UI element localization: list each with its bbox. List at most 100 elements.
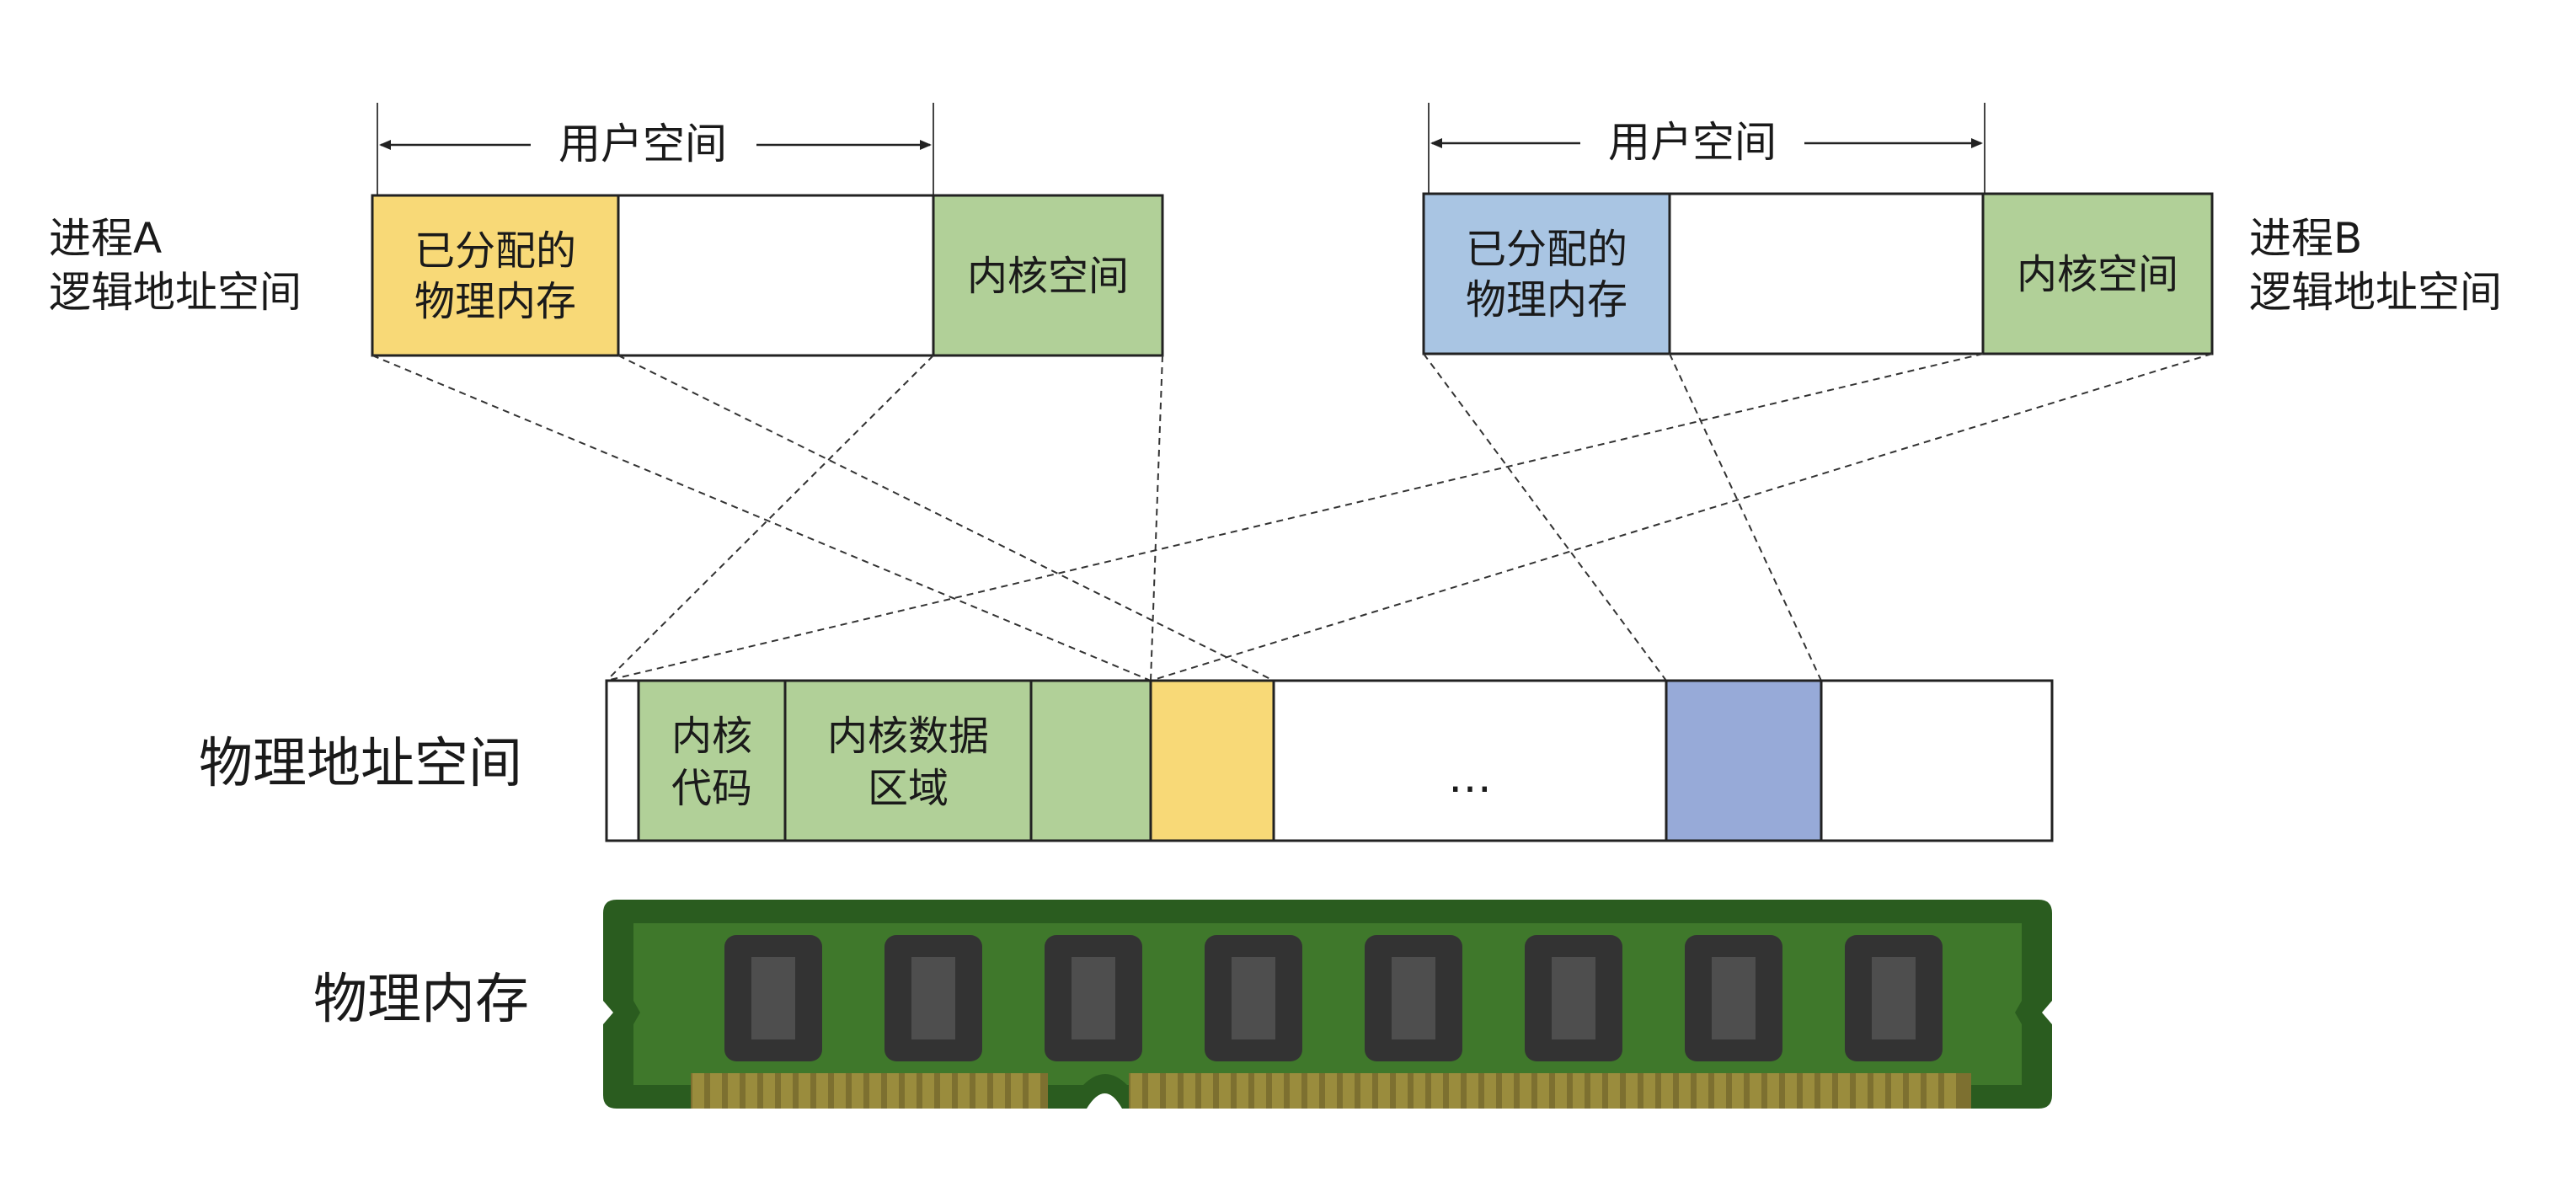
- ram-pin: [1502, 1073, 1514, 1109]
- ram-pin: [1467, 1073, 1478, 1109]
- mapping-lines: [371, 353, 2213, 681]
- ram-pin: [1254, 1073, 1266, 1109]
- ram-pin: [1201, 1073, 1213, 1109]
- allocated-label-line1: 已分配的: [414, 227, 576, 275]
- free-segment: [1272, 679, 1668, 842]
- process-b-physical-segment: [1665, 679, 1823, 842]
- ram-pin: [692, 1073, 704, 1109]
- ram-pin: [887, 1073, 899, 1109]
- physical-address-space: 物理地址空间 内核 代码 内核数据 区域 …: [199, 679, 2054, 842]
- allocated-memory-block: [1422, 192, 1671, 355]
- ram-pin: [1856, 1073, 1868, 1109]
- ram-pin: [1697, 1073, 1708, 1109]
- ram-pin: [1484, 1073, 1496, 1109]
- ram-pin: [1011, 1073, 1023, 1109]
- ram-pin: [1360, 1073, 1372, 1109]
- ram-pin: [1237, 1073, 1248, 1109]
- ram-pin: [869, 1073, 881, 1109]
- ram-pin: [799, 1073, 810, 1109]
- process-a-group: 进程A 逻辑地址空间 用户空间 已分配的 物理内存 内核空间: [49, 103, 1164, 357]
- ram-pin: [1803, 1073, 1814, 1109]
- ram-pin: [728, 1073, 740, 1109]
- ram-pin: [1767, 1073, 1779, 1109]
- kernel-data-label-line1: 内核数据: [827, 713, 989, 760]
- ram-chip-die: [1392, 957, 1435, 1039]
- ram-pin: [1732, 1073, 1744, 1109]
- ram-pin: [1343, 1073, 1355, 1109]
- kernel-code-segment: [637, 679, 787, 842]
- ram-chip-die: [751, 957, 795, 1039]
- user-space-label: 用户空间: [1608, 118, 1777, 167]
- ram-pin: [1290, 1073, 1301, 1109]
- ram-pin: [746, 1073, 757, 1109]
- ram-pin: [1219, 1073, 1231, 1109]
- ram-pin: [816, 1073, 828, 1109]
- kernel-space-label: 内核空间: [967, 253, 1129, 300]
- mapping-line-a-alloc-right: [617, 355, 1275, 681]
- ram-pin: [1909, 1073, 1921, 1109]
- mapping-line-a-kernel-left: [606, 355, 934, 681]
- ram-pin: [1944, 1073, 1956, 1109]
- mapping-line-a-alloc-left: [371, 355, 1152, 681]
- ram-pin: [1750, 1073, 1761, 1109]
- ram-pin: [1307, 1073, 1319, 1109]
- ram-pin: [993, 1073, 1005, 1109]
- ram-pin: [958, 1073, 970, 1109]
- kernel-space-block: [932, 194, 1164, 357]
- mapping-line-b-kernel-left: [606, 353, 1984, 681]
- ram-pin: [1396, 1073, 1408, 1109]
- process-a-label-line1: 进程A: [49, 214, 162, 263]
- ram-chip-die: [1712, 957, 1756, 1039]
- ram-pin: [710, 1073, 722, 1109]
- ram-pin: [1785, 1073, 1797, 1109]
- ram-pin: [1891, 1073, 1903, 1109]
- ram-pin: [1325, 1073, 1337, 1109]
- ram-pin: [1608, 1073, 1620, 1109]
- ram-pin: [1714, 1073, 1726, 1109]
- ram-pin: [1838, 1073, 1850, 1109]
- ram-pin: [975, 1073, 987, 1109]
- ram-stick-icon: [603, 900, 2052, 1109]
- ram-pin: [905, 1073, 917, 1109]
- allocated-memory-block: [371, 194, 620, 357]
- kernel-space-block: [1981, 192, 2214, 355]
- unallocated-block: [1668, 192, 1985, 355]
- ram-pin: [1590, 1073, 1602, 1109]
- ram-pin: [1130, 1073, 1142, 1109]
- ram-pin: [834, 1073, 846, 1109]
- mapping-line-b-kernel-right: [1150, 353, 2213, 681]
- ram-pin: [1184, 1073, 1195, 1109]
- ram-pin: [1166, 1073, 1178, 1109]
- ram-pin: [922, 1073, 934, 1109]
- physical-address-space-label: 物理地址空间: [199, 733, 522, 795]
- ram-pin: [1520, 1073, 1531, 1109]
- ram-pin: [1414, 1073, 1425, 1109]
- ram-pin: [852, 1073, 863, 1109]
- ram-pin: [1643, 1073, 1655, 1109]
- ram-pin: [1626, 1073, 1638, 1109]
- user-space-label: 用户空间: [558, 120, 727, 168]
- process-b-label-line1: 进程B: [2249, 214, 2362, 263]
- ram-pin: [1820, 1073, 1832, 1109]
- ram-pin: [1679, 1073, 1691, 1109]
- ram-pin: [1537, 1073, 1549, 1109]
- process-a-physical-segment: [1149, 679, 1275, 842]
- ram-pin: [1873, 1073, 1885, 1109]
- ram-chip-die: [1072, 957, 1115, 1039]
- ram-chip-die: [1552, 957, 1595, 1039]
- ram-pin: [1148, 1073, 1160, 1109]
- ram-chip-die: [1872, 957, 1916, 1039]
- process-b-label-line2: 逻辑地址空间: [2249, 268, 2502, 317]
- ram-pin: [781, 1073, 793, 1109]
- allocated-label-line2: 物理内存: [1466, 276, 1627, 323]
- ram-chips: [724, 935, 1943, 1061]
- ellipsis-label: …: [1448, 752, 1492, 803]
- physical-memory-label: 物理内存: [313, 969, 529, 1031]
- ram-pin: [940, 1073, 952, 1109]
- kernel-code-label-line2: 代码: [671, 765, 752, 812]
- mapping-line-a-kernel-right: [1150, 355, 1163, 681]
- reserved-segment: [605, 679, 640, 842]
- ram-pin: [1555, 1073, 1567, 1109]
- ram-pin: [1449, 1073, 1461, 1109]
- kernel-data-label-line2: 区域: [868, 765, 949, 812]
